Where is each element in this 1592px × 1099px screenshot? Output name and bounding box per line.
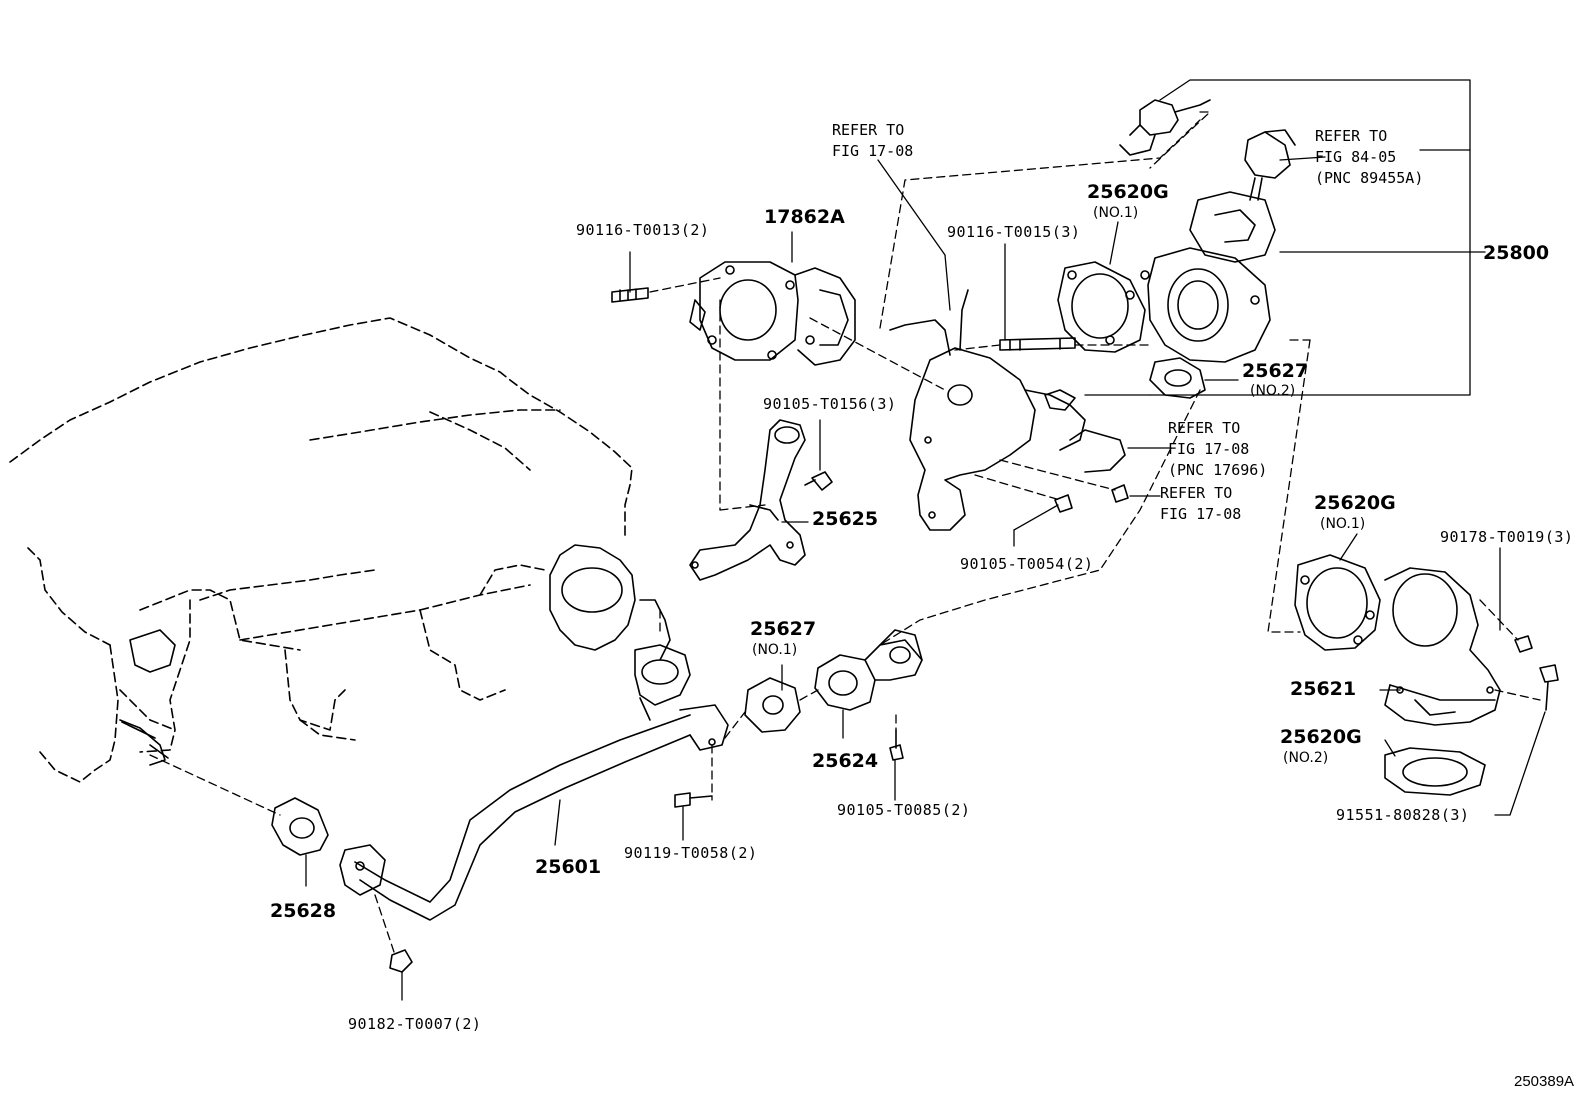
- fastener-label-91551-80828: 91551-80828(3): [1336, 806, 1470, 824]
- intake-manifold: [119, 544, 691, 766]
- egr-position-sensor: [1244, 129, 1296, 201]
- fastener-label-90105-T0085: 90105-T0085(2): [837, 801, 971, 819]
- part-label-25625: 25625: [812, 508, 879, 530]
- gasket-25627-no2: [1149, 357, 1206, 399]
- part-sublabel-25627-no1: (NO.1): [752, 642, 798, 658]
- reference-note-fig-17-08-pnc-17696: REFER TO FIG 17-08 (PNC 17696): [1168, 419, 1268, 479]
- engine-block: [9, 317, 633, 783]
- assembly-bracket-25800: [1084, 79, 1486, 396]
- fastener-label-90105-T0156: 90105-T0156(3): [763, 395, 897, 413]
- part-sublabel-25627-no2: (NO.2): [1250, 383, 1296, 399]
- gasket-25620G-lower: [1294, 554, 1381, 651]
- gasket-25627-no1: [744, 677, 801, 733]
- part-sublabel-25620G-upper: (NO.1): [1093, 205, 1139, 221]
- egr-pipe-25624: [814, 629, 923, 711]
- reference-note-fig-84-05: REFER TO FIG 84-05 (PNC 89455A): [1315, 127, 1424, 187]
- part-label-25627-no1: 25627: [750, 618, 817, 640]
- fastener-label-90178-T0019: 90178-T0019(3): [1440, 528, 1574, 546]
- part-label-25620G-lower: 25620G: [1314, 492, 1396, 514]
- part-label-25601: 25601: [535, 856, 602, 878]
- part-label-25624: 25624: [812, 750, 879, 772]
- gasket-25628: [271, 797, 329, 856]
- part-label-17862A: 17862A: [764, 206, 845, 228]
- part-label-25620G-no2: 25620G: [1280, 726, 1362, 748]
- part-sublabel-25620G-lower: (NO.1): [1320, 516, 1366, 532]
- egr-pipe-25601: [339, 704, 729, 921]
- vacuum-switch: [1119, 99, 1211, 156]
- egr-valve-25800: [1140, 191, 1276, 363]
- gasket-25620G-upper: [1057, 261, 1146, 353]
- fastener-icons: [389, 287, 1559, 973]
- reference-note-fig-17-08-top: REFER TO FIG 17-08: [832, 121, 914, 160]
- part-label-25627-no2: 25627: [1242, 360, 1309, 382]
- part-label-25628: 25628: [270, 900, 337, 922]
- fastener-label-90116-T0013: 90116-T0013(2): [576, 221, 710, 239]
- part-label-25620G-upper: 25620G: [1087, 181, 1169, 203]
- leader-lines: [305, 156, 1546, 1001]
- assembly-lines: [149, 111, 1541, 956]
- egr-cooler-body: [889, 289, 1126, 531]
- part-label-25621: 25621: [1290, 678, 1357, 700]
- bracket-25625: [689, 419, 806, 581]
- fastener-label-90119-T0058: 90119-T0058(2): [624, 844, 758, 862]
- fastener-label-90116-T0015: 90116-T0015(3): [947, 223, 1081, 241]
- part-label-25800: 25800: [1483, 242, 1550, 264]
- part-sublabel-25620G-no2: (NO.2): [1283, 750, 1329, 766]
- fastener-label-90182-T0007: 90182-T0007(2): [348, 1015, 482, 1033]
- diagram-id: 250389A: [1514, 1073, 1575, 1090]
- egr-elbow-25621: [1384, 567, 1501, 726]
- fastener-label-90105-T0054: 90105-T0054(2): [960, 555, 1094, 573]
- gasket-25620G-no2: [1384, 747, 1486, 796]
- valve-assembly-17862A: [689, 261, 856, 366]
- reference-note-fig-17-08-lower: REFER TO FIG 17-08: [1160, 484, 1242, 523]
